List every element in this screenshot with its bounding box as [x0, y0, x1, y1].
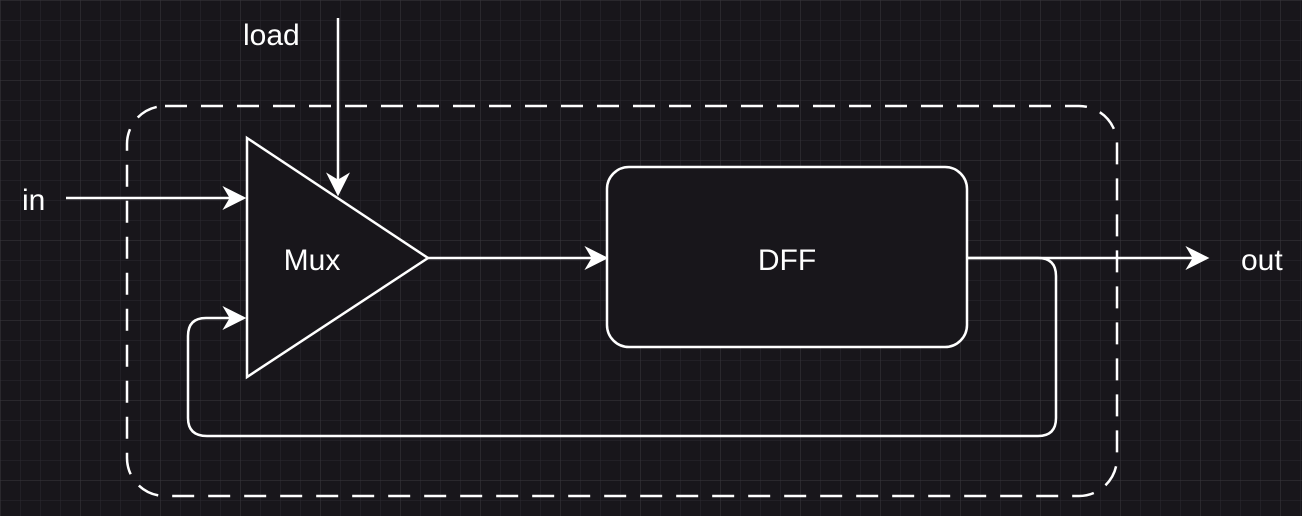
mux-label: Mux [284, 244, 341, 277]
dff-label: DFF [758, 244, 816, 277]
dff-block [605, 165, 969, 349]
in-label: in [22, 184, 45, 217]
out-label: out [1241, 244, 1283, 277]
register-boundary [125, 104, 1119, 498]
mux-block [245, 135, 431, 380]
load-label: load [243, 19, 300, 52]
feedback-wire [186, 256, 1058, 438]
